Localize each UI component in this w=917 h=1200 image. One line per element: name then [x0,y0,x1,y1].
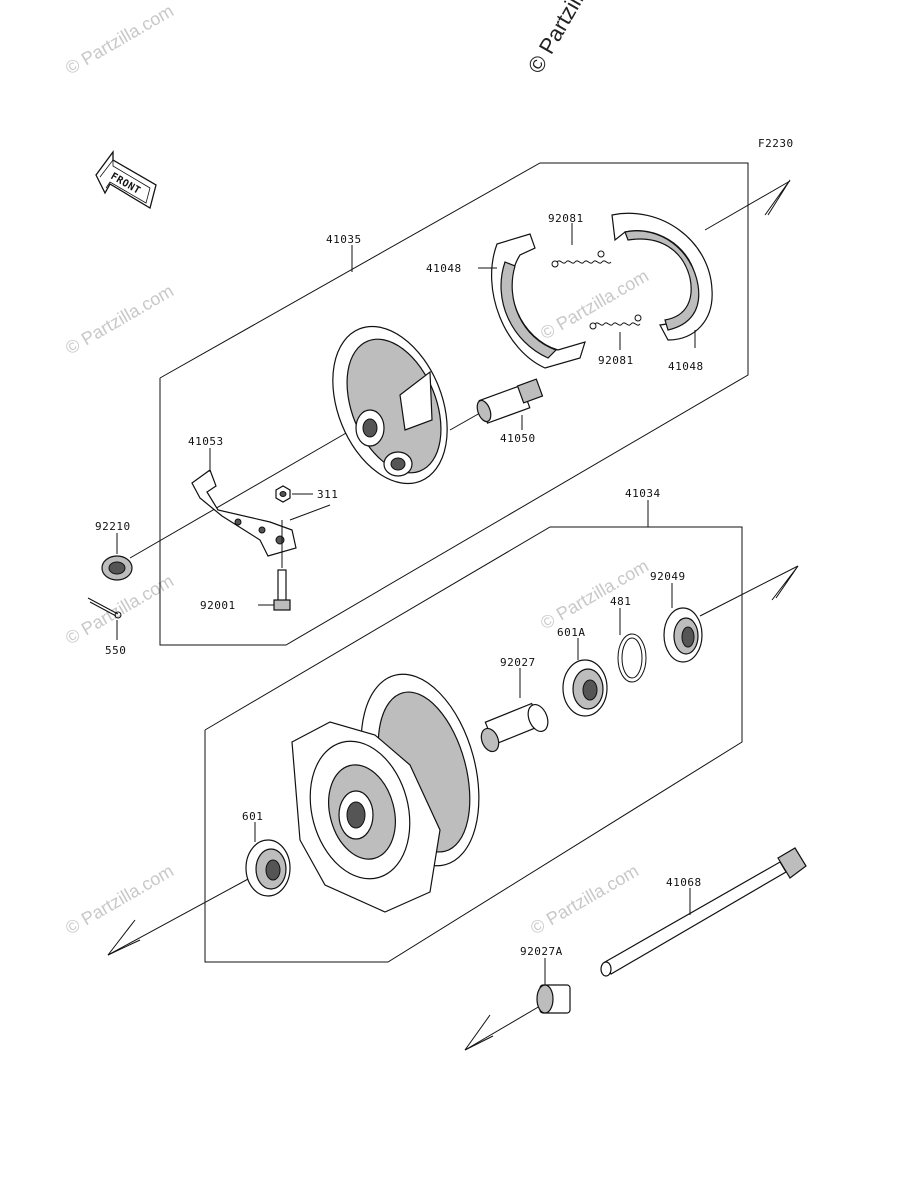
brake-panel-part [332,325,448,485]
callout-41050: 41050 [500,432,536,445]
callout-92049: 92049 [650,570,686,583]
nut-part [275,485,291,503]
watermark: © Partzilla.com [62,0,177,78]
brake-panel-assembly-frame: 41035 [159,162,749,646]
callout-92027A: 92027A [520,945,563,958]
callout-92001: 92001 [200,599,236,612]
brake-cam-part [476,378,544,424]
spring-part [551,250,642,330]
callout-550: 550 [105,644,126,657]
axis-lines [107,179,799,1051]
wheel-hub-part [291,673,480,913]
callout-601: 601 [242,810,263,823]
axle-part [600,847,807,977]
bearing-part [562,659,608,717]
collar-part [480,702,549,753]
figure-code: F2230 [758,137,794,150]
watermark: © Partzilla.com [537,555,652,633]
callout-41053: 41053 [188,435,224,448]
bearing-part [245,839,291,897]
callout-481: 481 [610,595,631,608]
axle-nut-part [101,555,133,581]
bolt-part [273,569,291,611]
brake-shoe-part [491,212,713,369]
watermark: © Partzilla.com [527,860,642,938]
callout-41034: 41034 [625,487,661,500]
watermark: © Partzilla.com [62,280,177,358]
callout-41035: 41035 [326,233,362,246]
callout-41048a: 41048 [426,262,462,275]
oil-seal-part [663,607,703,663]
watermark: © Partzilla.com [537,265,652,343]
circlip-part [617,633,647,683]
callout-92210: 92210 [95,520,131,533]
callout-92081a: 92081 [548,212,584,225]
callout-41068: 41068 [666,876,702,889]
callout-92081b: 92081 [598,354,634,367]
cotter-pin-part [87,597,122,619]
front-arrow-icon: FRONT [95,150,157,210]
collar-part [536,984,571,1014]
hub-assembly-frame: 41034 [204,487,743,963]
callout-41048b: 41048 [668,360,704,373]
callout-311: 311 [317,488,338,501]
callout-92027: 92027 [500,656,536,669]
watermark-top: © Partzilla.com [523,0,619,78]
callout-601A: 601A [557,626,586,639]
